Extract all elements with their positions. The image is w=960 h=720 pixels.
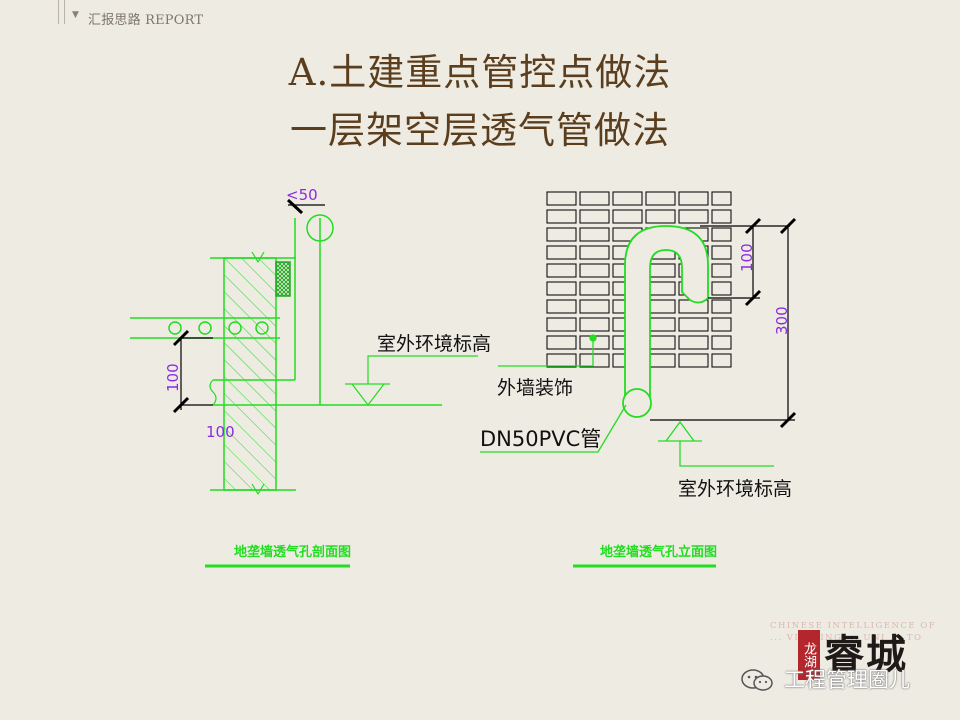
pipe-opening xyxy=(306,214,334,242)
page-title: A.土建重点管控点做法 xyxy=(288,51,672,94)
wechat-icon xyxy=(741,669,773,691)
top-bar: ▼ 汇报思路 REPORT xyxy=(0,0,960,34)
sealant-block xyxy=(275,261,291,297)
elevation-pipe xyxy=(622,225,709,418)
wall-section xyxy=(223,257,277,491)
section-drawing xyxy=(130,214,478,496)
footer-source: 工程管理圈儿 xyxy=(740,664,955,694)
brand-logo: 睿城 xyxy=(824,631,908,678)
dropdown-marker-icon: ▼ xyxy=(72,10,79,20)
dim-small-label: 100 xyxy=(738,243,756,272)
ground-level-label: 室外环境标高 xyxy=(377,333,491,355)
section-dimensions xyxy=(172,198,325,414)
elevation-dimensions xyxy=(650,217,797,429)
dim-horizontal-label: 100 xyxy=(206,423,235,441)
pipe-outlet xyxy=(622,388,652,418)
divider xyxy=(58,0,59,24)
ground-level-label-right: 室外环境标高 xyxy=(678,478,792,500)
dim-top-label: <50 xyxy=(286,186,318,204)
brand-watermark: CHINESE INTELLIGENCE OF ... VI ... ING .… xyxy=(770,612,960,720)
seal-icon: 龙湖 xyxy=(798,630,820,680)
account-name: 工程管理圈儿 xyxy=(784,668,910,692)
page-subtitle: 一层架空层透气管做法 xyxy=(290,109,670,152)
elevation-ground-marker xyxy=(658,420,774,467)
section-label: 汇报思路 REPORT xyxy=(88,13,204,28)
dim-large-label: 300 xyxy=(773,306,791,335)
wall-finish-label: 外墙装饰 xyxy=(497,377,573,399)
watermark-english-text: CHINESE INTELLIGENCE OF ... VI ... ING .… xyxy=(770,621,937,643)
pipe-label: DN50PVC管 xyxy=(480,427,601,451)
divider xyxy=(64,0,65,24)
elevation-leaders xyxy=(480,334,627,453)
elevation-caption: 地垄墙透气孔立面图 xyxy=(600,544,717,560)
dim-vertical-label: 100 xyxy=(164,363,182,392)
section-caption: 地垄墙透气孔剖面图 xyxy=(234,544,351,560)
